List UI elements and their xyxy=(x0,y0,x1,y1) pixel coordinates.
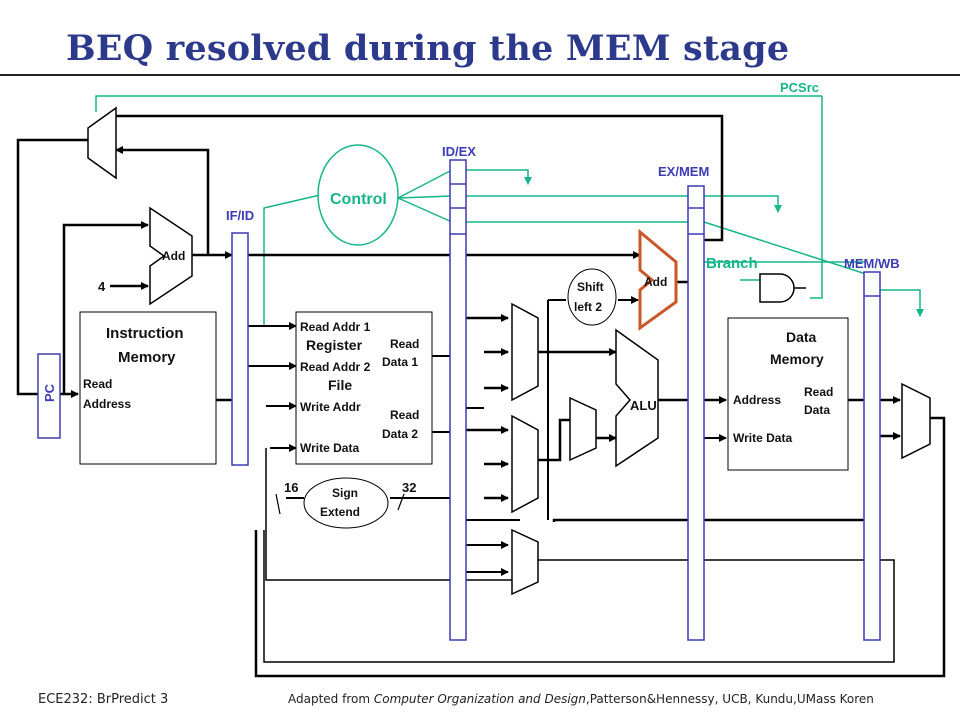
pc-mux xyxy=(87,106,117,180)
write-data-dm-label: Write Data xyxy=(733,431,792,445)
file-label: File xyxy=(328,377,352,393)
control-label: Control xyxy=(330,191,387,208)
data-memory-title-2: Memory xyxy=(770,351,824,367)
if-id-label: IF/ID xyxy=(226,208,254,223)
pc-adder-label: Add xyxy=(162,249,185,263)
mem-wb-label: MEM/WB xyxy=(844,256,900,271)
shift-left-label-a: Shift xyxy=(577,280,604,294)
read-data-2-label-a: Read xyxy=(390,408,419,422)
instruction-memory-title-2: Memory xyxy=(118,349,176,366)
address-label: Address xyxy=(733,393,781,407)
data-memory xyxy=(727,317,849,471)
read-data-1-label-b: Data 1 xyxy=(382,355,418,369)
title-rule xyxy=(0,74,960,76)
alu-src-mux xyxy=(569,396,597,462)
footer-book-title: Computer Organization and Design xyxy=(373,692,586,706)
constant-4-label: 4 xyxy=(98,279,106,294)
control-unit xyxy=(317,144,399,246)
read-data-2-label-b: Data 2 xyxy=(382,427,418,441)
branch-label: Branch xyxy=(706,255,758,272)
branch-adder xyxy=(638,228,678,331)
write-addr-label: Write Addr xyxy=(300,400,361,414)
footer-attribution: Adapted from Computer Organization and D… xyxy=(288,692,874,706)
instruction-memory-title-1: Instruction xyxy=(106,325,184,342)
footer-attribution-suffix: ,Patterson&Hennessy, UCB, Kundu,UMass Ko… xyxy=(585,692,874,706)
read-address-label-1: Read xyxy=(83,377,112,391)
sign-extend-label-a: Sign xyxy=(332,486,358,500)
id-ex-label: ID/EX xyxy=(442,144,476,159)
alu-label: ALU xyxy=(630,398,657,413)
forward-mux-a xyxy=(511,302,539,402)
write-data-rf-label: Write Data xyxy=(300,441,359,455)
register-file xyxy=(295,311,433,465)
instruction-memory xyxy=(79,311,217,465)
pc-register xyxy=(37,353,61,439)
pcsrc-wire xyxy=(810,96,823,299)
read-data-label-a: Read xyxy=(804,385,833,399)
read-addr-1-label: Read Addr 1 xyxy=(300,320,371,334)
read-address-label-2: Address xyxy=(83,397,131,411)
forward-mux-b xyxy=(511,414,539,514)
register-label: Register xyxy=(306,337,363,353)
pcsrc-label: PCSrc xyxy=(780,80,819,95)
bits-16-label: 16 xyxy=(284,480,298,495)
control-wires xyxy=(95,95,924,326)
bits-32-label: 32 xyxy=(402,480,416,495)
branch-and-gate xyxy=(759,273,795,303)
sign-extend-unit xyxy=(303,477,389,529)
read-data-label-b: Data xyxy=(804,403,830,417)
ex-mem-label: EX/MEM xyxy=(658,164,709,179)
alu xyxy=(615,328,659,468)
data-memory-title-1: Data xyxy=(786,329,817,345)
mem-wb-register xyxy=(863,271,881,641)
read-data-1-label-a: Read xyxy=(390,337,419,351)
pc-adder xyxy=(149,206,193,306)
shift-left-label-b: left 2 xyxy=(574,300,602,314)
pcsrc-to-pc-mux-wire xyxy=(95,95,822,112)
footer-course-label: ECE232: BrPredict 3 xyxy=(38,692,169,707)
shift-left-2-unit xyxy=(567,268,617,326)
pc-label: PC xyxy=(42,383,57,402)
branch-adder-label: Add xyxy=(644,275,667,289)
sign-extend-label-b: Extend xyxy=(320,505,360,519)
read-addr-2-label: Read Addr 2 xyxy=(300,360,371,374)
slide-title: BEQ resolved during the MEM stage xyxy=(66,28,790,69)
ex-mem-register xyxy=(687,185,705,641)
write-back-mux xyxy=(901,382,931,460)
id-ex-register xyxy=(449,159,467,641)
footer-attribution-prefix: Adapted from xyxy=(288,692,374,706)
reg-dst-mux xyxy=(511,528,539,596)
if-id-register xyxy=(231,232,249,466)
